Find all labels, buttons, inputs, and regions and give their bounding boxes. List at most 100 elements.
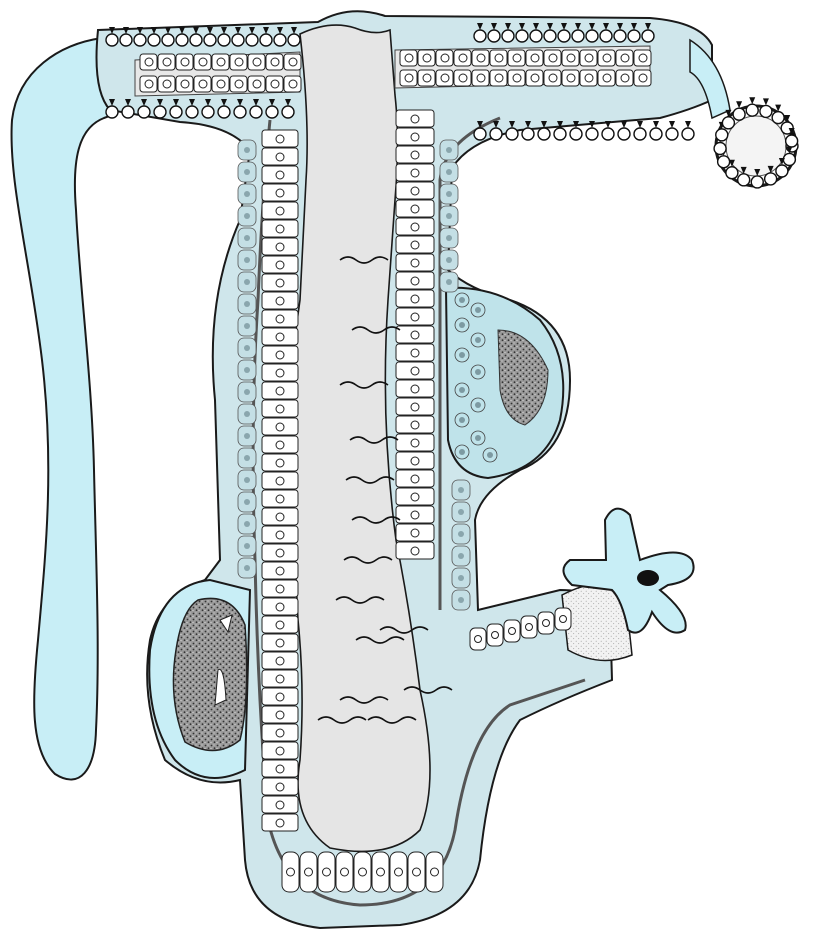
- cnidocil: [749, 97, 755, 104]
- cnidocyte: [186, 106, 198, 118]
- bud-cell-nucleus: [475, 402, 481, 408]
- cnidocyte: [530, 30, 542, 42]
- cell-nucleus: [411, 475, 419, 483]
- bud-cell-nucleus: [459, 449, 465, 455]
- cnidocyte: [666, 128, 678, 140]
- cnidocyte: [722, 117, 734, 129]
- cell-nucleus: [276, 585, 284, 593]
- cell-nucleus: [495, 54, 503, 62]
- cell-nucleus: [276, 243, 284, 251]
- cnidocyte: [474, 128, 486, 140]
- cnidocyte: [716, 129, 728, 141]
- ectoderm-nucleus: [244, 169, 250, 175]
- cnidocyte: [154, 106, 166, 118]
- ectoderm-nucleus: [446, 235, 452, 241]
- left-tentacle: [12, 38, 139, 780]
- cnidocyte: [746, 104, 758, 116]
- ectoderm-nucleus: [244, 521, 250, 527]
- ectoderm-nucleus: [244, 323, 250, 329]
- cell-nucleus: [276, 351, 284, 359]
- cell-nucleus: [411, 187, 419, 195]
- cell-nucleus: [567, 54, 575, 62]
- cell-nucleus: [276, 297, 284, 305]
- ectoderm-nucleus: [446, 169, 452, 175]
- cnidocyte: [586, 30, 598, 42]
- ectoderm-nucleus: [244, 411, 250, 417]
- cell-nucleus: [341, 868, 349, 876]
- cnidocyte: [170, 106, 182, 118]
- cell-nucleus: [217, 58, 225, 66]
- cnidocyte: [618, 128, 630, 140]
- cell-nucleus: [413, 868, 421, 876]
- cnidocyte: [282, 106, 294, 118]
- cnidocyte: [682, 128, 694, 140]
- cell-nucleus: [276, 477, 284, 485]
- cell-nucleus: [411, 529, 419, 537]
- ectoderm-nucleus: [446, 147, 452, 153]
- ectoderm-nucleus: [244, 191, 250, 197]
- cell-nucleus: [603, 54, 611, 62]
- cell-nucleus: [276, 459, 284, 467]
- cnidocyte: [148, 34, 160, 46]
- cnidocyte: [642, 30, 654, 42]
- cell-nucleus: [276, 783, 284, 791]
- cell-nucleus: [287, 868, 295, 876]
- cell-nucleus: [181, 58, 189, 66]
- cnidocyte: [162, 34, 174, 46]
- cnidocyte: [765, 173, 777, 185]
- cnidocyte: [776, 165, 788, 177]
- cell-nucleus: [276, 621, 284, 629]
- cell-nucleus: [289, 58, 297, 66]
- cnidocyte: [751, 176, 763, 188]
- cnidocyte: [614, 30, 626, 42]
- cnidocyte: [516, 30, 528, 42]
- ectoderm-nucleus: [446, 257, 452, 263]
- cell-nucleus: [411, 241, 419, 249]
- ectoderm-nucleus: [244, 345, 250, 351]
- cnidocyte: [202, 106, 214, 118]
- cell-nucleus: [276, 423, 284, 431]
- cnidocyte: [246, 34, 258, 46]
- cell-nucleus: [276, 441, 284, 449]
- cnidocyte: [502, 30, 514, 42]
- cnidocyte: [138, 106, 150, 118]
- cnidocyte: [522, 128, 534, 140]
- cell-nucleus: [441, 74, 449, 82]
- bud-cell-nucleus: [459, 352, 465, 358]
- cell-nucleus: [276, 801, 284, 809]
- cnidocyte: [232, 34, 244, 46]
- ectoderm-nucleus: [244, 367, 250, 373]
- ectoderm-nucleus: [458, 553, 464, 559]
- cnidocyte: [106, 34, 118, 46]
- cell-nucleus: [411, 421, 419, 429]
- cnidocyte: [786, 135, 798, 147]
- ectoderm-nucleus: [244, 257, 250, 263]
- cnidocyte: [628, 30, 640, 42]
- ectoderm-nucleus: [446, 279, 452, 285]
- cnidocyte: [190, 34, 202, 46]
- cell-nucleus: [411, 205, 419, 213]
- bud-cell-nucleus: [487, 452, 493, 458]
- cnidocyte: [266, 106, 278, 118]
- cell-nucleus: [276, 189, 284, 197]
- cell-nucleus: [423, 54, 431, 62]
- cell-nucleus: [145, 80, 153, 88]
- cnidocyte: [602, 128, 614, 140]
- ectoderm-nucleus: [244, 433, 250, 439]
- cell-nucleus: [585, 54, 593, 62]
- cell-nucleus: [253, 58, 261, 66]
- cell-nucleus: [276, 405, 284, 413]
- cell-nucleus: [495, 74, 503, 82]
- cell-nucleus: [621, 74, 629, 82]
- cell-nucleus: [431, 868, 439, 876]
- cell-nucleus: [276, 261, 284, 269]
- cell-nucleus: [276, 171, 284, 179]
- ectoderm-nucleus: [244, 565, 250, 571]
- cell-nucleus: [531, 54, 539, 62]
- cnidocil: [637, 121, 643, 128]
- cell-nucleus: [477, 54, 485, 62]
- cell-nucleus: [411, 259, 419, 267]
- cell-nucleus: [276, 207, 284, 215]
